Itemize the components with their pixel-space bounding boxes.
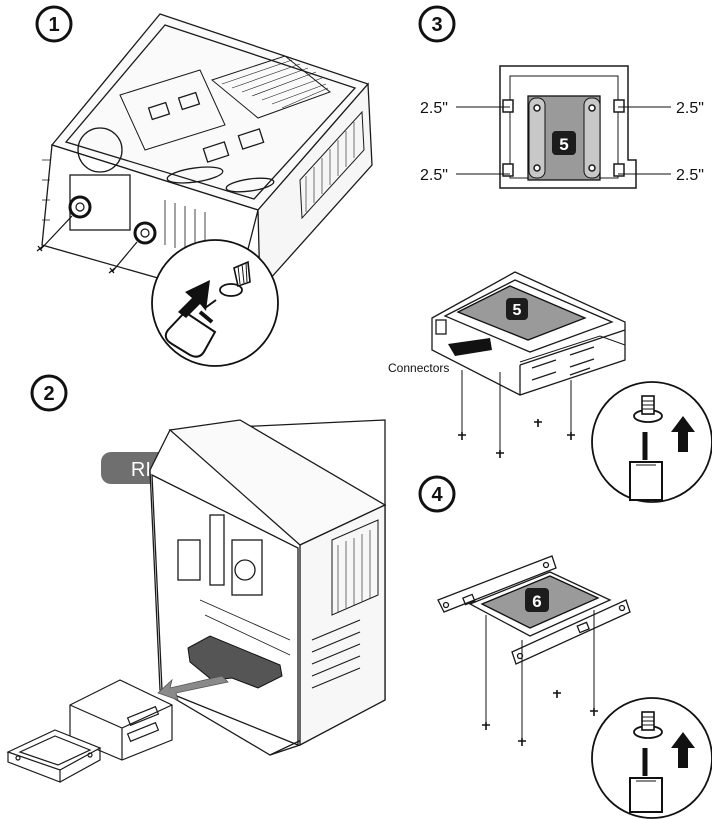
screwdriver-zoom bbox=[151, 239, 279, 367]
connectors-label: Connectors bbox=[388, 361, 449, 375]
screw-icon bbox=[482, 610, 598, 746]
screwdriver-zoom-step-4 bbox=[591, 697, 712, 819]
step-1-badge: 1 bbox=[35, 5, 73, 43]
screw-icon bbox=[219, 260, 251, 297]
size-leader-lines bbox=[456, 106, 671, 175]
screwdriver-zoom-step-3 bbox=[591, 381, 712, 503]
size-label-bottom-right: 2.5" bbox=[676, 167, 704, 184]
screw-hole-marker-left bbox=[68, 195, 92, 219]
step-1-number: 1 bbox=[48, 14, 59, 36]
screwdriver-icon bbox=[629, 748, 663, 813]
arrow-left-icon bbox=[157, 675, 229, 701]
chassis-illustration bbox=[41, 13, 373, 301]
step-3-panel: 3 2.5" 2.5" 2.5" 2.5" 5 bbox=[388, 5, 712, 503]
bracket-top-view bbox=[499, 65, 637, 189]
arrow-up-icon bbox=[671, 732, 695, 768]
bay-5-badge-top: 5 bbox=[552, 131, 576, 155]
step-1-panel: 1 bbox=[35, 5, 373, 367]
svg-text:5: 5 bbox=[559, 135, 568, 154]
screw-icon bbox=[633, 395, 663, 423]
screw-icon bbox=[36, 215, 138, 274]
connectors-pointer bbox=[448, 338, 492, 356]
size-label-top-right: 2.5" bbox=[676, 100, 704, 117]
arrow-left-icon bbox=[178, 280, 210, 318]
drive-cage-highlight bbox=[187, 635, 283, 689]
step-3-badge: 3 bbox=[418, 5, 456, 43]
svg-text:6: 6 bbox=[532, 592, 541, 611]
bay-5-badge-tray: 5 bbox=[506, 298, 528, 320]
screwdriver-icon bbox=[629, 432, 663, 501]
step-4-panel: 4 6 bbox=[418, 475, 712, 819]
step-2-badge: 2 bbox=[30, 374, 68, 412]
screw-icon bbox=[458, 370, 575, 458]
screw-icon bbox=[633, 711, 663, 739]
bay-6-badge: 6 bbox=[525, 588, 549, 612]
arrow-up-icon bbox=[671, 416, 695, 452]
size-label-bottom-left: 2.5" bbox=[420, 167, 448, 184]
size-label-top-left: 2.5" bbox=[420, 100, 448, 117]
screw-hole-marker-right bbox=[133, 221, 157, 245]
step-2-panel: 2 RIGHT bbox=[6, 374, 387, 783]
step-3-number: 3 bbox=[431, 14, 442, 36]
tower-case-illustration bbox=[149, 419, 387, 756]
drive-tray-perspective bbox=[431, 271, 626, 396]
step-4-number: 4 bbox=[431, 484, 443, 506]
screwdriver-icon bbox=[164, 299, 217, 358]
step-4-badge: 4 bbox=[418, 475, 456, 513]
drive-cage-parts bbox=[6, 679, 173, 783]
step-2-number: 2 bbox=[43, 383, 54, 405]
svg-text:5: 5 bbox=[513, 302, 522, 319]
